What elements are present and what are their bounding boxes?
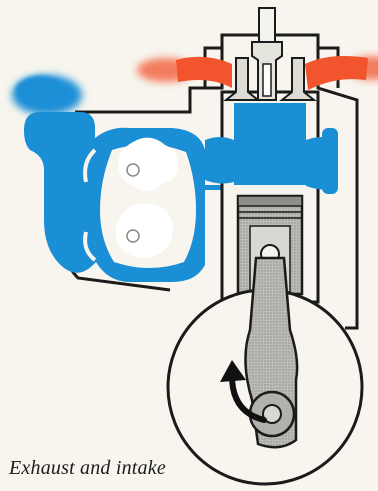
cylinder-intake-charge <box>234 103 306 185</box>
crankshaft <box>250 392 294 436</box>
intake-air-puff <box>12 75 82 115</box>
diagram-caption: Exhaust and intake <box>9 457 166 480</box>
spark-plug <box>252 8 282 100</box>
